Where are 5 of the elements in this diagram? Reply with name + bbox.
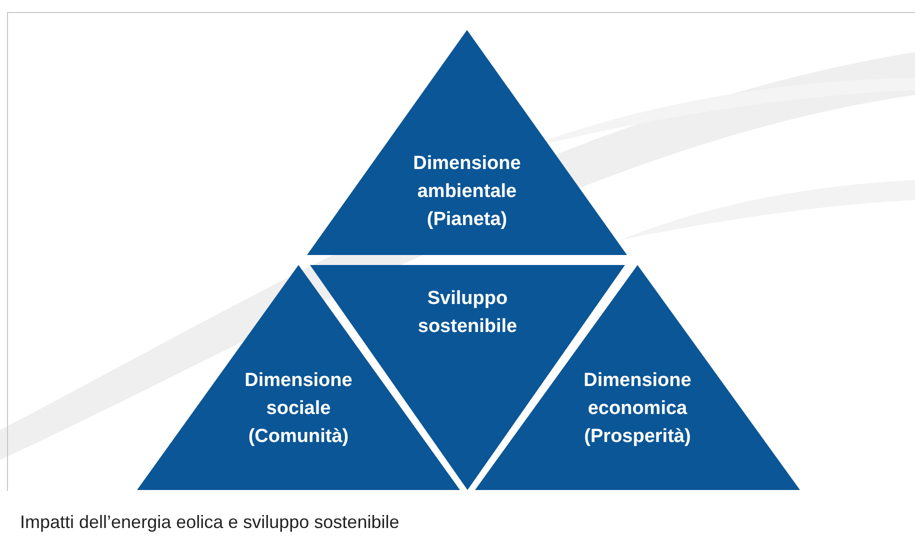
triangle-label: Dimensione sociale (Comunità) — [244, 369, 354, 449]
triangle-label: Dimensione ambientale (Pianeta) — [412, 152, 522, 232]
triangle-label: Sviluppo sostenibile — [416, 287, 518, 339]
caption: Impatti dell’energia eolica e sviluppo sostenibile — [20, 512, 400, 533]
triangle-label: Dimensione economica (Prosperità) — [582, 369, 692, 449]
